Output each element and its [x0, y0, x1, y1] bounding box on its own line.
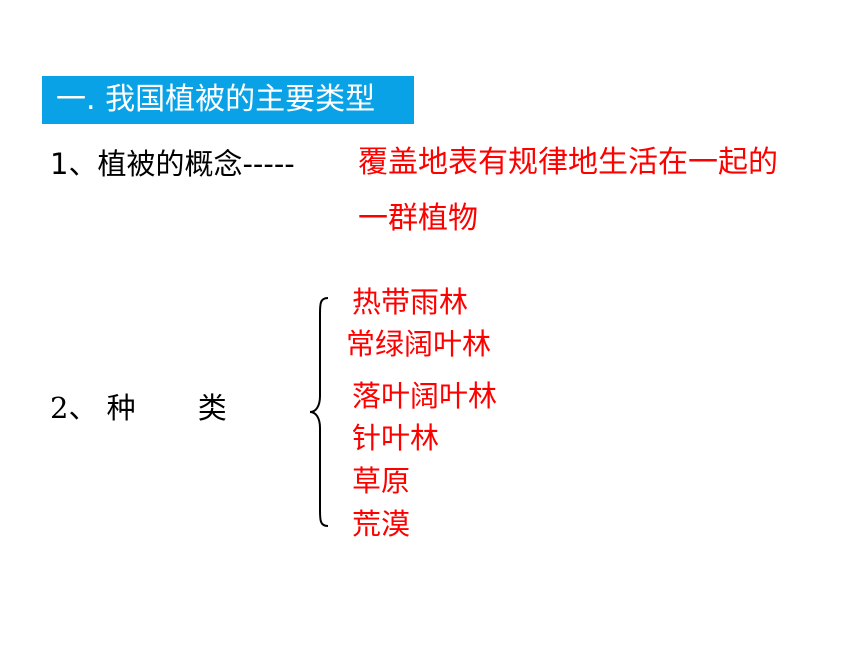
concept-definition-line-1: 覆盖地表有规律地生活在一起的 [358, 145, 778, 180]
types-label-number: 2、 [50, 391, 98, 425]
type-item-3: 落叶阔叶林 [352, 379, 498, 413]
type-item-6: 荒漠 [352, 507, 411, 541]
curly-brace-icon [309, 297, 329, 527]
concept-definition-line-2: 一群植物 [358, 201, 478, 236]
type-item-5: 草原 [352, 464, 411, 498]
types-label-word-1: 种 [106, 391, 136, 425]
section-title: 一. 我国植被的主要类型 [42, 76, 414, 124]
type-item-1: 热带雨林 [352, 285, 469, 319]
concept-label: 1、植被的概念----- [50, 147, 295, 181]
types-label-word-2: 类 [197, 391, 227, 425]
type-item-2: 常绿阔叶林 [346, 327, 492, 361]
type-item-4: 针叶林 [352, 421, 440, 455]
types-label: 2、 种 类 [50, 390, 227, 426]
